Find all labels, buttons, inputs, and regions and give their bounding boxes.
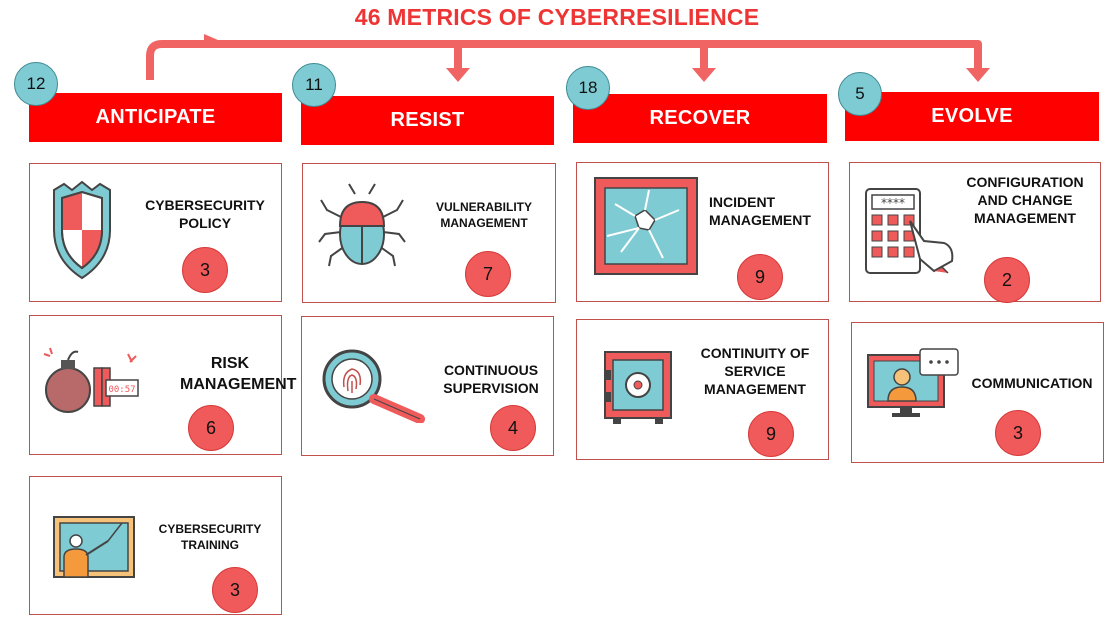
card-continuity-of-service-management: CONTINUITY OF SERVICE MANAGEMENT 9 bbox=[576, 319, 829, 460]
card-label: CONTINUITY OF SERVICE MANAGEMENT bbox=[700, 345, 810, 398]
bomb-icon: 00:57 bbox=[43, 347, 139, 413]
shield-icon bbox=[53, 180, 111, 280]
metric-count: 7 bbox=[465, 251, 511, 297]
metric-count: 3 bbox=[182, 247, 228, 293]
card-label: CONFIGURATION AND CHANGE MANAGEMENT bbox=[966, 174, 1084, 227]
diagram-title: 46 METRICS OF CYBERRESILIENCE bbox=[354, 4, 760, 30]
total-badge-anticipate: 12 bbox=[14, 62, 58, 106]
card-cybersecurity-policy: CYBERSECURITY POLICY 3 bbox=[29, 163, 282, 302]
total-badge-recover: 18 bbox=[566, 66, 610, 110]
card-label: CONTINUOUS SUPERVISION bbox=[443, 362, 539, 397]
header-anticipate: ANTICIPATE bbox=[29, 93, 282, 142]
total-badge-resist: 11 bbox=[292, 63, 336, 107]
card-label: COMMUNICATION bbox=[971, 375, 1093, 391]
card-cybersecurity-training: CYBERSECURITY TRAINING 3 bbox=[29, 476, 282, 615]
card-risk-management: 00:57 RISK MANAGEMENT 6 bbox=[29, 315, 297, 455]
card-label: VULNERABILITY MANAGEMENT bbox=[436, 200, 532, 230]
card-label: INCIDENT MANAGEMENT bbox=[709, 194, 811, 229]
header-evolve: EVOLVE bbox=[845, 92, 1099, 141]
metric-count: 9 bbox=[748, 411, 794, 457]
teacher-board-icon bbox=[53, 516, 135, 578]
metric-count: 6 bbox=[188, 405, 234, 451]
card-incident-management: INCIDENT MANAGEMENT 9 bbox=[576, 162, 829, 302]
card-configuration-and-change-management: **** CONFIGURATION AND CHANGE MANAGEMENT… bbox=[849, 162, 1101, 303]
card-label: CYBERSECURITY TRAINING bbox=[158, 522, 262, 552]
video-call-icon bbox=[867, 348, 959, 417]
header-recover: RECOVER bbox=[573, 94, 827, 143]
card-label: CYBERSECURITY POLICY bbox=[145, 197, 265, 232]
card-label: RISK MANAGEMENT bbox=[180, 355, 297, 393]
total-badge-evolve: 5 bbox=[838, 72, 882, 116]
card-communication: COMMUNICATION 3 bbox=[851, 322, 1104, 463]
svg-text:****: **** bbox=[881, 196, 905, 210]
metric-count: 2 bbox=[984, 257, 1030, 303]
bug-icon bbox=[318, 183, 406, 267]
metric-count: 4 bbox=[490, 405, 536, 451]
safe-icon bbox=[604, 351, 672, 424]
card-continuous-supervision: CONTINUOUS SUPERVISION 4 bbox=[301, 316, 554, 456]
broken-glass-icon bbox=[594, 177, 698, 275]
header-resist: RESIST bbox=[301, 96, 554, 145]
metric-count: 3 bbox=[212, 567, 258, 613]
svg-text:00:57: 00:57 bbox=[108, 385, 135, 395]
metric-count: 9 bbox=[737, 254, 783, 300]
metric-count: 3 bbox=[995, 410, 1041, 456]
keypad-icon: **** bbox=[865, 188, 954, 274]
card-vulnerability-management: VULNERABILITY MANAGEMENT 7 bbox=[302, 163, 556, 303]
fingerprint-magnifier-icon bbox=[322, 349, 425, 423]
